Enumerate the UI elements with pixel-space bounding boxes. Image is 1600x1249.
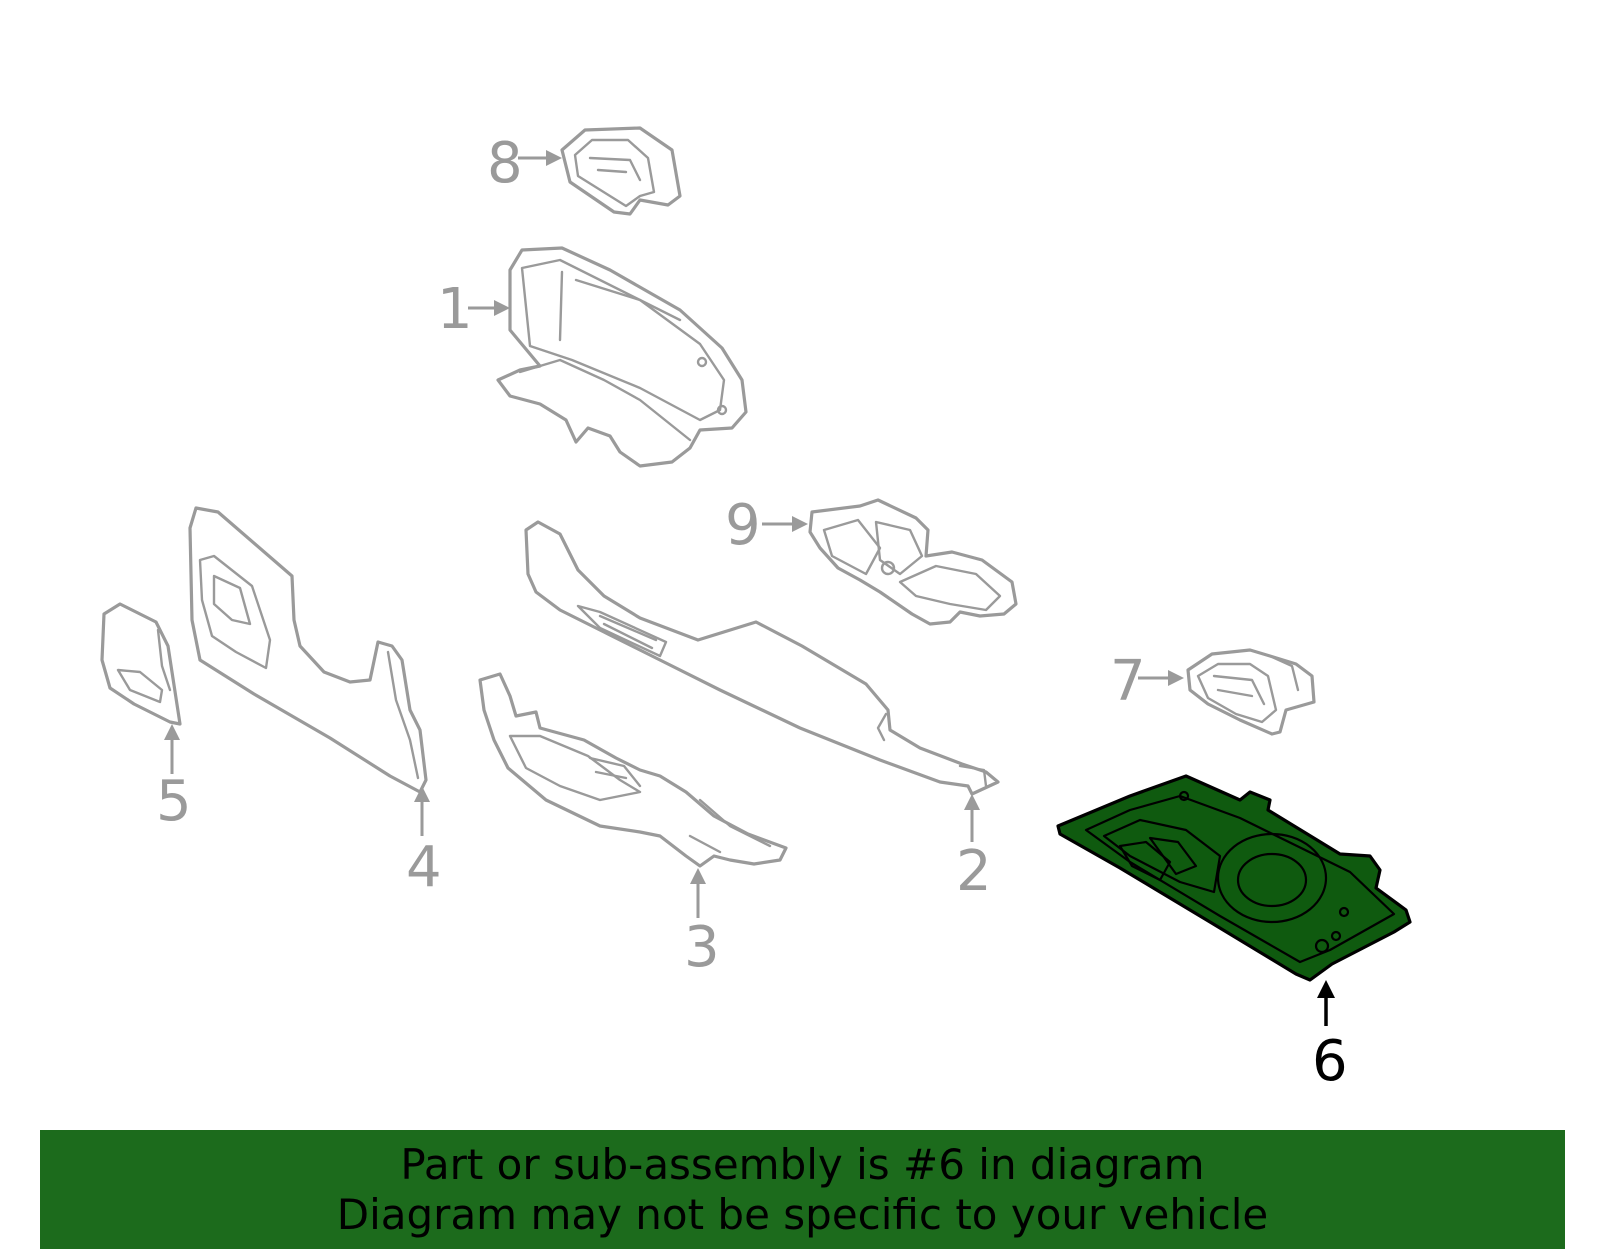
svg-text:8: 8	[487, 131, 523, 196]
svg-text:1: 1	[437, 277, 473, 342]
callout-1: 1	[437, 277, 510, 342]
info-banner: Part or sub-assembly is #6 in diagram Di…	[40, 1130, 1565, 1249]
svg-text:2: 2	[956, 839, 992, 904]
part-7-right-air-vent[interactable]	[1186, 648, 1316, 736]
callout-4: 4	[406, 786, 442, 900]
callout-6: 6	[1312, 980, 1348, 1094]
svg-text:4: 4	[406, 835, 442, 900]
banner-line-1: Part or sub-assembly is #6 in diagram	[400, 1139, 1205, 1189]
part-3-lower-trim-bracket[interactable]	[478, 672, 788, 868]
part-5-end-cap[interactable]	[100, 602, 182, 726]
svg-text:3: 3	[684, 915, 720, 980]
callout-8: 8	[487, 131, 562, 196]
banner-line-2: Diagram may not be specific to your vehi…	[336, 1189, 1269, 1239]
callout-3: 3	[684, 868, 720, 980]
part-6-highlighted-panel[interactable]	[1056, 774, 1412, 982]
svg-text:7: 7	[1110, 649, 1146, 714]
svg-text:9: 9	[725, 493, 761, 558]
callout-7: 7	[1110, 649, 1184, 714]
callout-9: 9	[725, 493, 808, 558]
part-9-center-vent[interactable]	[808, 498, 1018, 626]
part-8-air-vent[interactable]	[560, 126, 682, 216]
svg-text:5: 5	[156, 769, 192, 834]
part-4-lower-dash-panel[interactable]	[188, 506, 428, 794]
callout-2: 2	[956, 794, 992, 904]
part-1-cluster-housing[interactable]	[496, 246, 748, 468]
part-2-upper-trim-strip[interactable]	[524, 520, 1000, 796]
svg-text:6: 6	[1312, 1029, 1348, 1094]
callout-5: 5	[156, 724, 192, 834]
